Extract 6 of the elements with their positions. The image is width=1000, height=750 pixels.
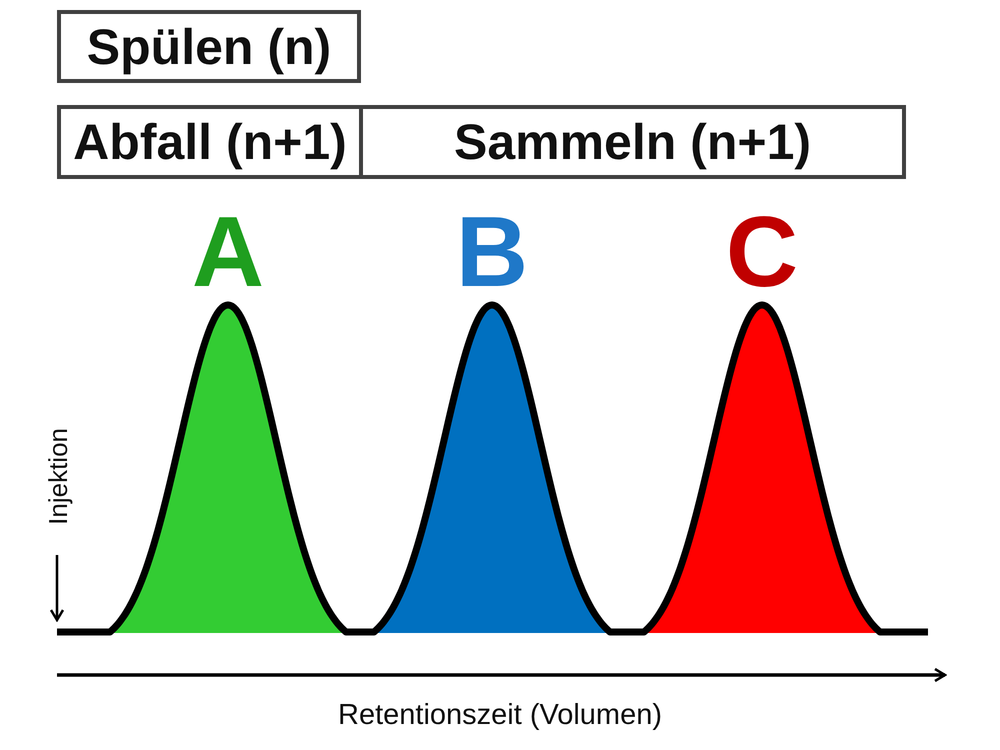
peak-letter: A	[192, 202, 264, 302]
peak-letter: C	[726, 202, 798, 302]
peak-letter: B	[456, 202, 528, 302]
phase-box: Spülen (n)	[57, 10, 361, 83]
axis-label: Retentionszeit (Volumen)	[338, 700, 662, 732]
injection-label: Injektion	[44, 428, 73, 525]
